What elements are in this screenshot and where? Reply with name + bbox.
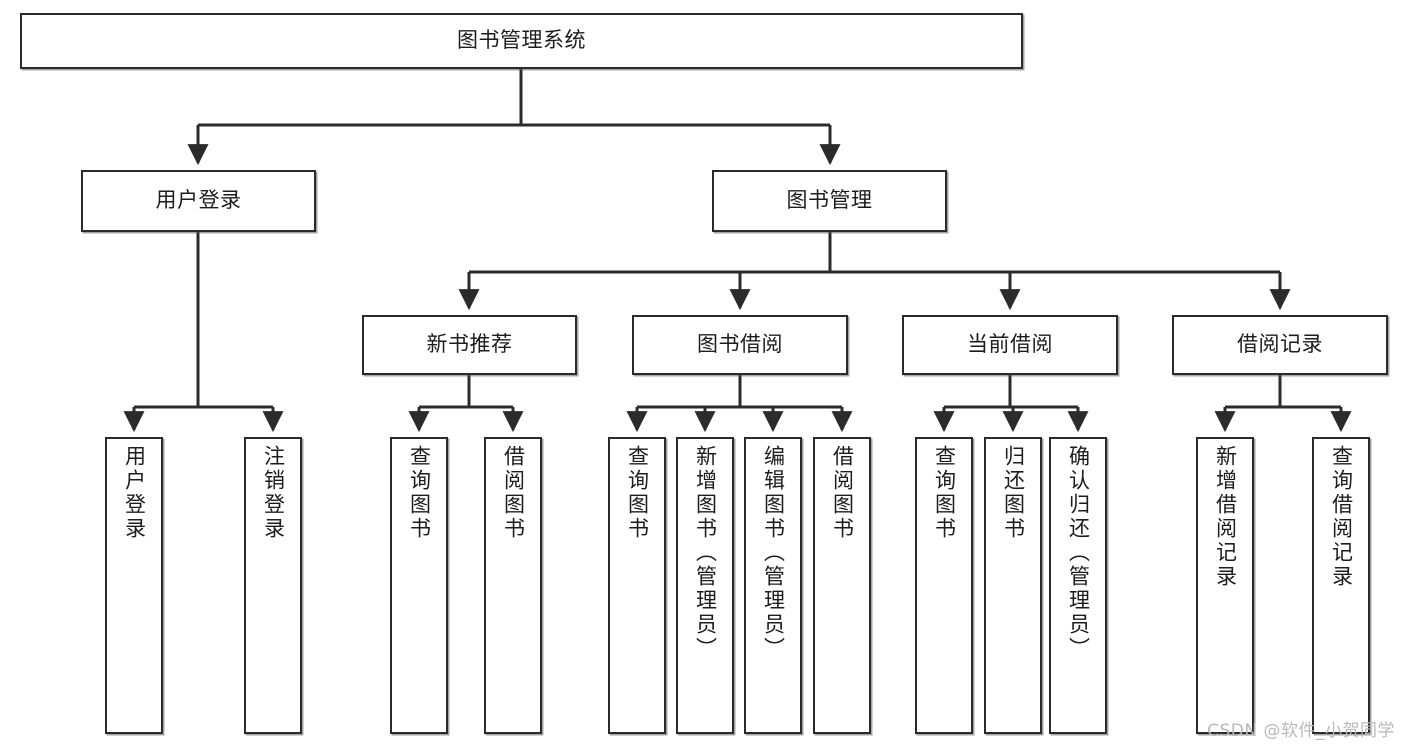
node-label: 新增图书（管理员） — [693, 445, 718, 661]
node-label: 图书管理系统 — [457, 28, 586, 53]
node-label: 用户登录 — [155, 188, 242, 213]
connectors-currentborrow-to-leaves — [933, 375, 1089, 433]
node-leaf-borrow-book-2[interactable]: 借阅图书 — [813, 437, 871, 734]
node-label: 查询图书 — [625, 445, 650, 541]
node-leaf-add-book[interactable]: 新增图书（管理员） — [676, 437, 734, 734]
node-leaf-query-record[interactable]: 查询借阅记录 — [1312, 437, 1370, 734]
node-label: 确认归还（管理员） — [1066, 445, 1091, 661]
node-label: 借阅图书 — [830, 445, 855, 541]
connectors-bookborrow-to-leaves — [626, 375, 853, 433]
node-current-borrow[interactable]: 当前借阅 — [902, 315, 1118, 375]
node-leaf-borrow-book-1[interactable]: 借阅图书 — [484, 437, 542, 734]
node-book-manage[interactable]: 图书管理 — [712, 170, 947, 232]
connectors-borrowrecord-to-leaves — [1214, 375, 1352, 433]
node-leaf-query-book-3[interactable]: 查询图书 — [915, 437, 973, 734]
connectors-root-to-level2 — [187, 69, 841, 166]
node-label: 编辑图书（管理员） — [761, 445, 786, 661]
node-label: 借阅记录 — [1237, 332, 1323, 357]
node-label: 图书借阅 — [697, 332, 783, 357]
node-label: 查询借阅记录 — [1329, 445, 1354, 589]
connectors-userlogin-to-leaves — [123, 232, 284, 433]
node-leaf-add-record[interactable]: 新增借阅记录 — [1196, 437, 1254, 734]
node-leaf-logout[interactable]: 注销登录 — [244, 437, 302, 734]
node-leaf-return-book[interactable]: 归还图书 — [984, 437, 1042, 734]
node-leaf-edit-book[interactable]: 编辑图书（管理员） — [744, 437, 802, 734]
node-leaf-query-book-1[interactable]: 查询图书 — [390, 437, 448, 734]
node-user-login[interactable]: 用户登录 — [81, 170, 316, 232]
node-label: 查询图书 — [932, 445, 957, 541]
watermark-text: CSDN @软件_小贺同学 — [1207, 721, 1395, 741]
node-label: 图书管理 — [786, 188, 873, 213]
node-leaf-query-book-2[interactable]: 查询图书 — [608, 437, 666, 734]
node-label: 新增借阅记录 — [1213, 445, 1238, 589]
node-label: 用户登录 — [122, 445, 147, 541]
node-label: 注销登录 — [261, 445, 286, 541]
node-book-borrow[interactable]: 图书借阅 — [632, 315, 848, 375]
node-root-system[interactable]: 图书管理系统 — [20, 13, 1023, 69]
node-label: 归还图书 — [1001, 445, 1026, 541]
node-borrow-record[interactable]: 借阅记录 — [1172, 315, 1388, 375]
node-label: 当前借阅 — [967, 332, 1053, 357]
node-label: 新书推荐 — [426, 332, 513, 357]
connectors-bookmanage-to-level3 — [458, 232, 1291, 311]
connectors-newbook-to-leaves — [408, 375, 524, 433]
node-label: 借阅图书 — [501, 445, 526, 541]
node-label: 查询图书 — [407, 445, 432, 541]
node-new-book-recommend[interactable]: 新书推荐 — [362, 315, 577, 375]
node-leaf-user-login[interactable]: 用户登录 — [105, 437, 163, 734]
node-leaf-confirm-return[interactable]: 确认归还（管理员） — [1049, 437, 1107, 734]
